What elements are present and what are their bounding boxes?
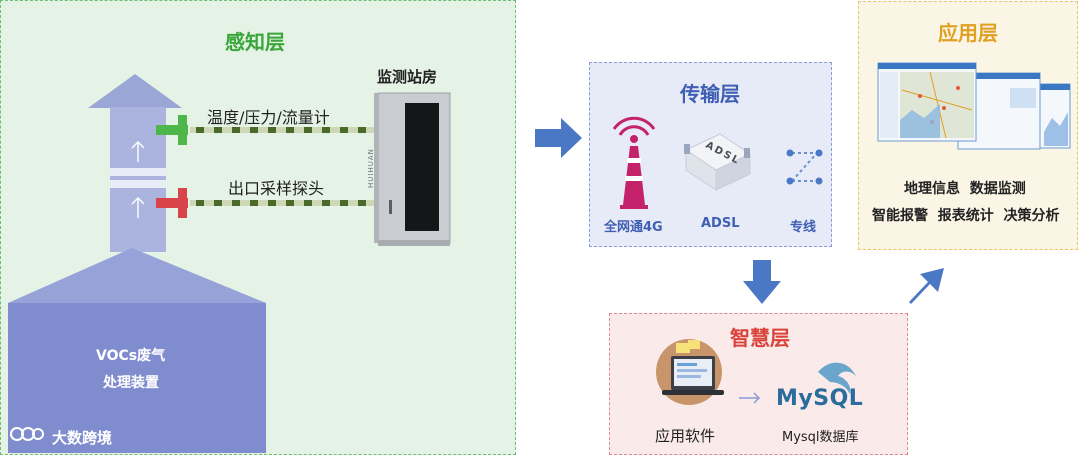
device-label-line1: VOCs废气 — [96, 348, 166, 364]
watermark-text: 大数跨境 — [52, 429, 113, 447]
intelligence-layer-title: 智慧层 — [730, 326, 790, 350]
application-layer-title: 应用层 — [938, 21, 998, 45]
probe1-label: 温度/压力/流量计 — [207, 108, 330, 127]
probe-pipes — [156, 115, 385, 218]
device-label-line2: 处理装置 — [103, 375, 159, 391]
probe2-label: 出口采样探头 — [228, 179, 325, 198]
station-title: 监测站房 — [377, 68, 438, 86]
exhaust-stack — [8, 74, 266, 453]
transmission-item-adsl: ADSL — [701, 216, 740, 231]
watermark-logo — [10, 425, 44, 443]
mysql-logo: MySQL — [776, 386, 864, 411]
sensing-layer-title: 感知层 — [225, 30, 285, 54]
application-line2: 智能报警 报表统计 决策分析 — [872, 208, 1060, 224]
transmission-item-line: 专线 — [790, 220, 817, 235]
application-line1: 地理信息 数据监测 — [904, 181, 1026, 197]
db-label: Mysql数据库 — [782, 430, 859, 445]
software-label: 应用软件 — [655, 427, 716, 445]
monitoring-cabinet-icon — [374, 92, 451, 246]
transmission-item-4g: 全网通4G — [604, 220, 663, 235]
transmission-layer-title: 传输层 — [680, 82, 740, 106]
